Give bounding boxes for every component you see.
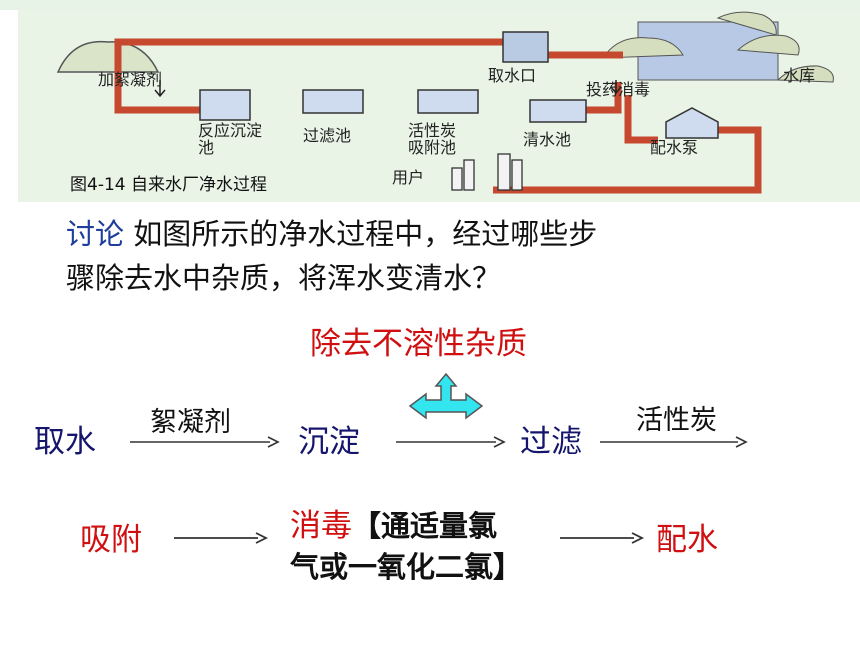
arrow-coagulant	[154, 80, 166, 98]
figure-caption: 图4-14 自来水厂净水过程	[70, 175, 267, 195]
label-intake: 取水口	[488, 66, 537, 85]
top-band	[0, 0, 860, 10]
intake-box	[502, 31, 549, 63]
arrow2	[396, 436, 506, 448]
label-coagulant: 加絮凝剂	[98, 70, 163, 89]
filter-tank	[302, 89, 364, 114]
label-user: 用户	[392, 168, 425, 187]
figure-schematic	[56, 11, 834, 194]
water-plant-figure: 加絮凝剂 取水口 水库 投药消毒 反应沉淀池 过滤池 活性炭吸附池 清水池 配水…	[18, 10, 860, 202]
step-settle: 沉淀	[298, 424, 360, 460]
arrow3-label: 活性炭	[636, 405, 717, 436]
arrow1	[130, 436, 280, 448]
step-filter: 过滤	[520, 424, 582, 460]
label-reservoir: 水库	[783, 66, 816, 85]
hill-left	[56, 40, 160, 73]
clear-tank	[529, 99, 587, 123]
carbon-tank	[417, 89, 479, 114]
question-keyword: 讨论	[66, 217, 125, 251]
label-carbon: 活性炭吸附池	[408, 121, 457, 157]
arrow-disinfect	[610, 80, 622, 95]
arrow3	[600, 436, 748, 448]
question-text-1: 如图所示的净水过程中，经过哪些步	[133, 217, 598, 251]
step-disinfect-main: 消毒	[290, 508, 352, 544]
pipe-network	[114, 38, 762, 194]
user-buildings	[451, 153, 523, 191]
hill-r3	[736, 34, 800, 56]
pump-house	[665, 107, 719, 139]
step-disinfect-note1: 【通适量氯	[352, 509, 498, 543]
step-distribute: 配水	[656, 522, 718, 558]
arrow1-label: 絮凝剂	[150, 407, 231, 438]
question-line2: 骤除去水中杂质，将浑水变清水？	[66, 261, 502, 295]
insoluble-label: 除去不溶性杂质	[310, 326, 527, 362]
arrow4	[174, 532, 269, 544]
label-disinfect: 投药消毒	[586, 80, 651, 99]
step-disinfect: 消毒【通适量氯	[290, 500, 497, 545]
reaction-tank	[199, 89, 251, 121]
step-intake: 取水	[34, 424, 96, 460]
label-filter: 过滤池	[303, 126, 352, 145]
label-pump: 配水泵	[650, 138, 699, 157]
arrow5	[560, 532, 645, 544]
label-clear: 清水池	[523, 130, 572, 149]
cross-arrow-icon	[408, 372, 484, 420]
step-adsorb: 吸附	[80, 522, 142, 558]
label-reaction: 反应沉淀池	[198, 121, 263, 157]
hill-r2	[716, 11, 777, 36]
hill-r4	[776, 65, 834, 83]
question-line1: 讨论 如图所示的净水过程中，经过哪些步	[66, 214, 806, 254]
step-disinfect-note2: 气或一氧化二氯】	[290, 550, 523, 584]
